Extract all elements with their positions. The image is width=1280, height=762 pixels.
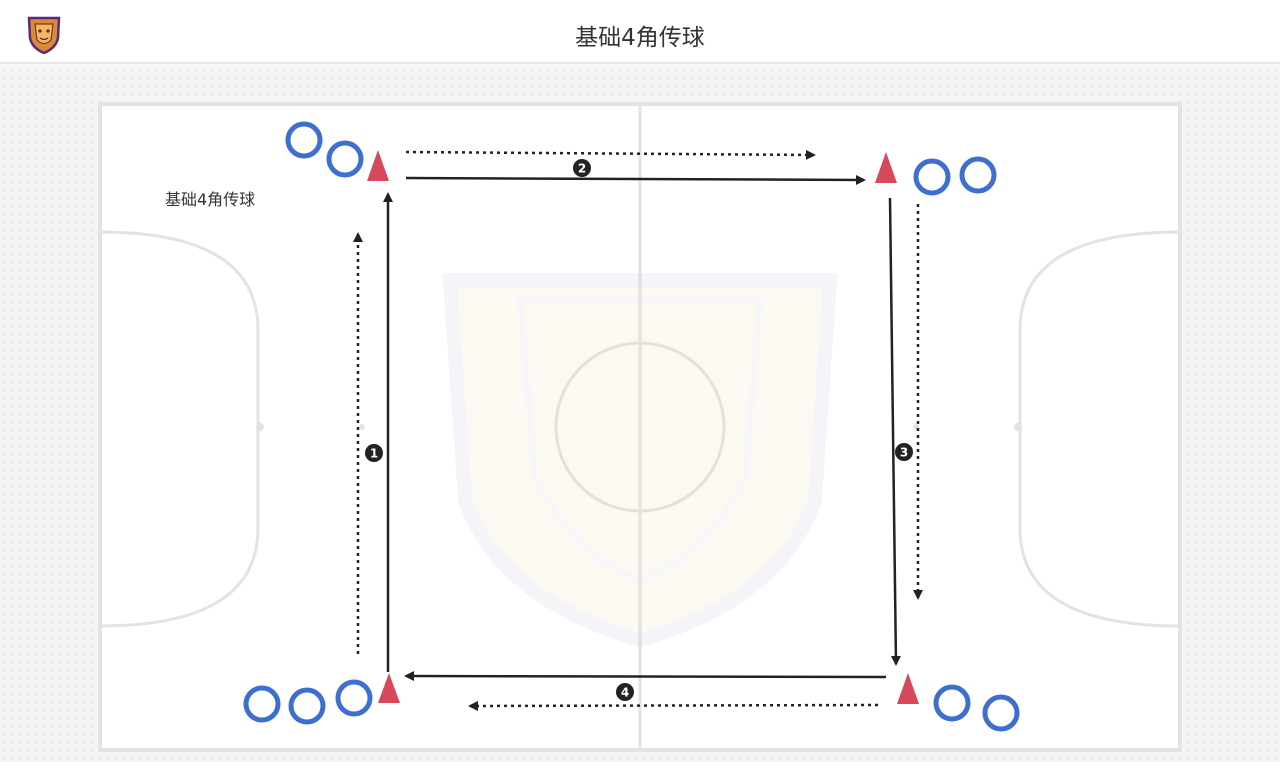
pass-arrow-2 bbox=[405, 174, 866, 185]
pitch-markings bbox=[98, 102, 1182, 752]
drill-board: 1 2 3 4 bbox=[0, 66, 1280, 762]
player-icon bbox=[335, 679, 373, 717]
svg-text:4: 4 bbox=[621, 686, 629, 700]
cone-icon bbox=[897, 673, 919, 704]
step-badge-3: 3 bbox=[895, 443, 913, 461]
player-icon bbox=[982, 694, 1020, 732]
pass-arrow-3 bbox=[888, 197, 901, 666]
step-badge-2: 2 bbox=[573, 159, 591, 177]
svg-text:3: 3 bbox=[900, 446, 908, 460]
step-badge-4: 4 bbox=[616, 683, 634, 701]
futsal-pitch: 1 2 3 4 bbox=[98, 102, 1182, 752]
players bbox=[243, 121, 1020, 732]
step-badges: 1 2 3 4 bbox=[365, 159, 913, 701]
pass-arrows bbox=[383, 174, 901, 682]
svg-text:2: 2 bbox=[578, 162, 586, 176]
player-icon bbox=[959, 156, 997, 194]
player-icon bbox=[285, 121, 323, 159]
cone-icon bbox=[378, 673, 400, 703]
player-icon bbox=[326, 140, 364, 178]
cone-icon bbox=[367, 150, 389, 181]
cone-icon bbox=[875, 152, 897, 183]
cones bbox=[367, 150, 919, 704]
player-icon bbox=[243, 685, 281, 723]
step-badge-1: 1 bbox=[365, 444, 383, 462]
run-arrow-2 bbox=[405, 149, 816, 160]
page-title: 基础4角传球 bbox=[575, 25, 705, 51]
pass-arrow-4 bbox=[404, 671, 887, 682]
team-crest-icon bbox=[27, 16, 61, 54]
drill-label: 基础4角传球 bbox=[165, 190, 256, 209]
run-arrow-4 bbox=[468, 700, 879, 711]
svg-text:1: 1 bbox=[370, 447, 378, 461]
player-icon bbox=[933, 684, 971, 722]
player-icon bbox=[288, 687, 326, 725]
run-arrows bbox=[353, 149, 923, 711]
player-icon bbox=[913, 158, 951, 196]
header-bar: 基础4角传球 bbox=[0, 0, 1280, 64]
crest-watermark bbox=[442, 273, 838, 648]
